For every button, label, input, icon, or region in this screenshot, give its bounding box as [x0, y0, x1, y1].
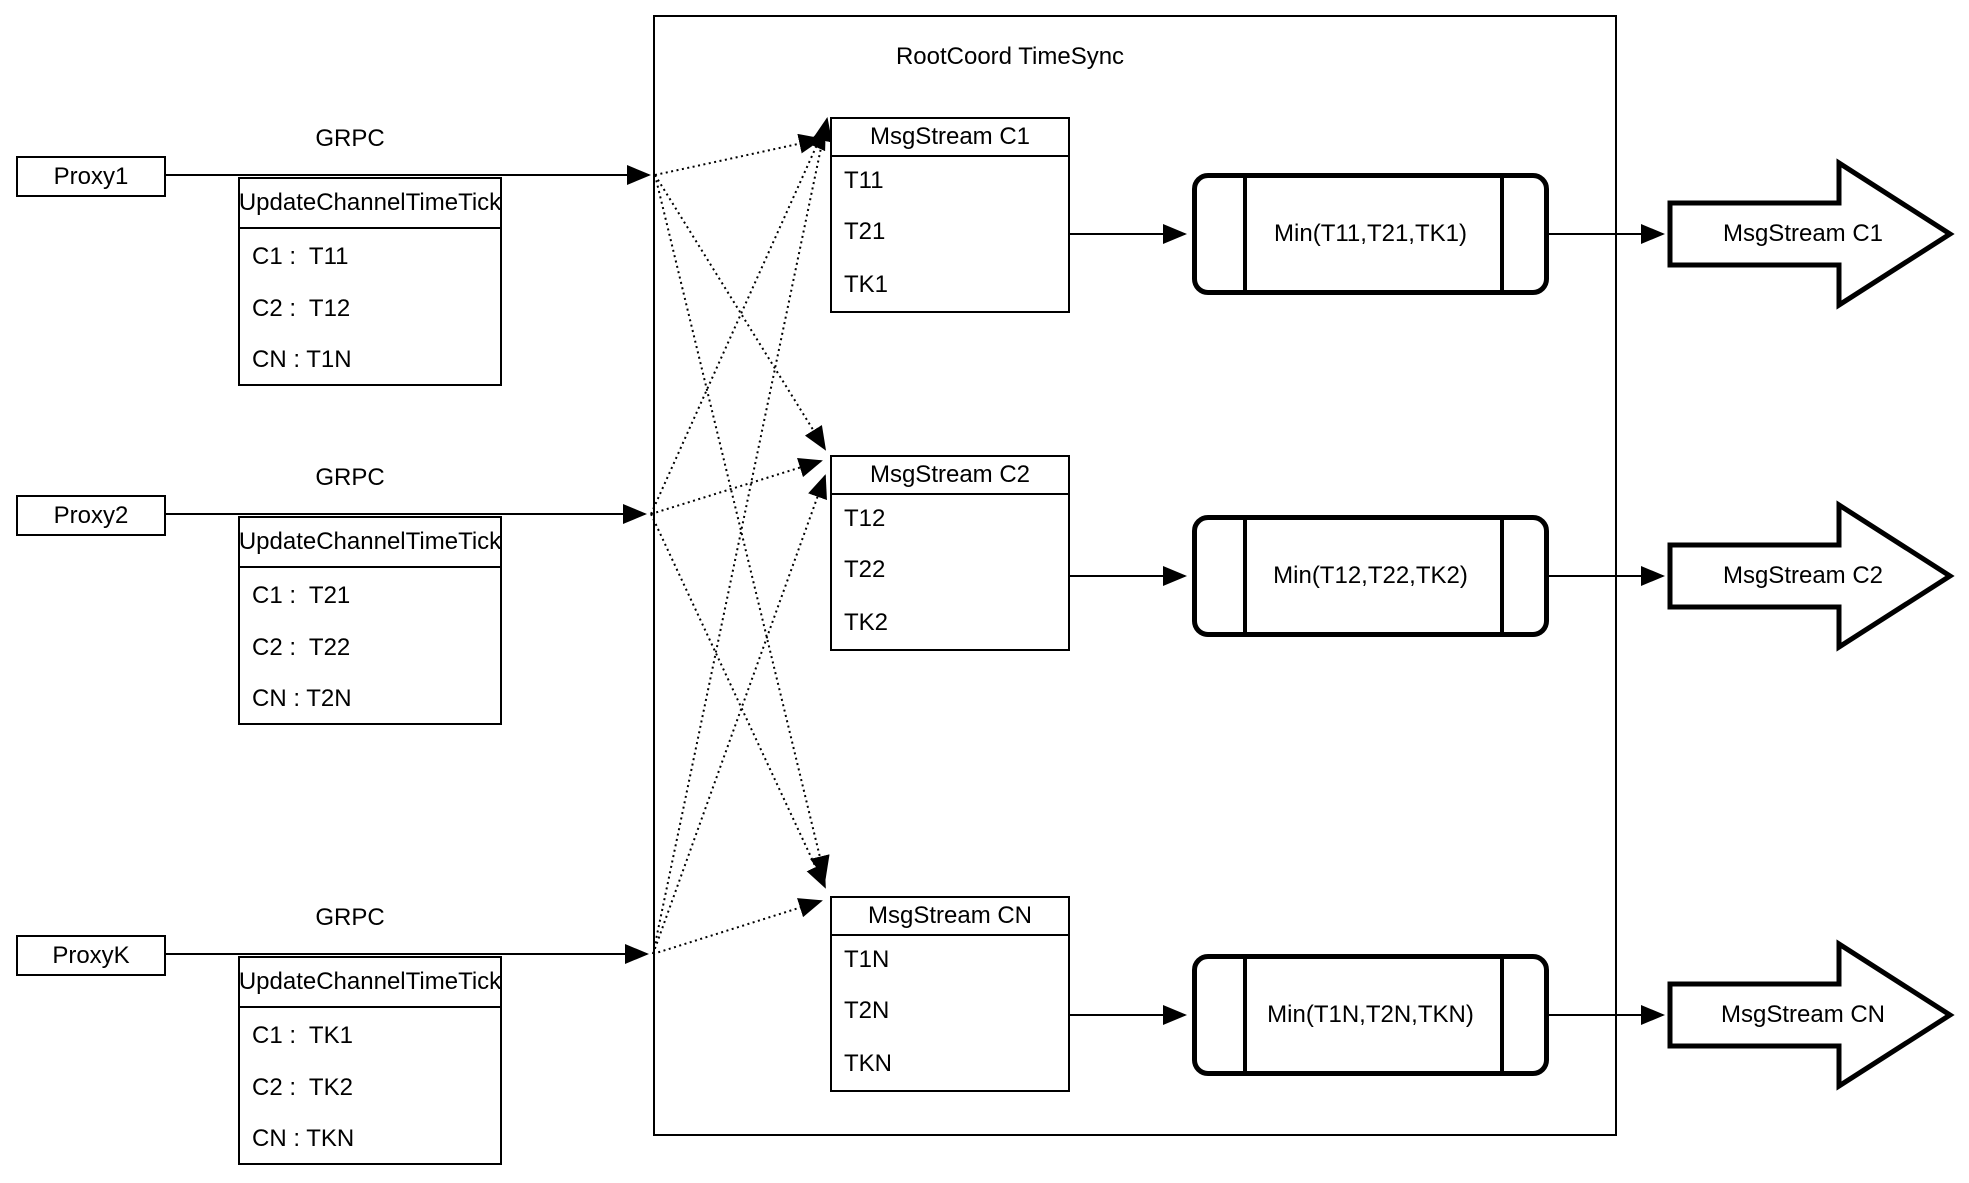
- output-arrow-cn-label: MsgStream CN: [1720, 1001, 1886, 1028]
- min-node-divider: [1243, 178, 1247, 290]
- output-arrow-cn: [1667, 939, 1955, 1091]
- min-node-cn: Min(T1N,T2N,TKN): [1192, 954, 1549, 1076]
- min-label-c2: Min(T12,T22,TK2): [1273, 562, 1468, 589]
- dotted-line-p2-c1: [650, 125, 826, 515]
- timetick-entry: C2 : TK2: [252, 1074, 353, 1101]
- min-node-c1: Min(T11,T21,TK1): [1192, 173, 1549, 295]
- dotted-line-p2-c2: [650, 458, 823, 515]
- timestamp-cell: T21: [844, 218, 886, 245]
- dotted-line-pk-cn: [652, 898, 823, 955]
- timetick-entry: C2 : T22: [252, 634, 351, 661]
- rootcoord-timesync-box: [653, 15, 1617, 1136]
- min-node-divider: [1243, 520, 1247, 632]
- msgstream-c2-table: MsgStream C2 T12 T22 TK2: [830, 455, 1070, 651]
- msgstream-c1-title: MsgStream C1: [832, 119, 1068, 157]
- dotted-line-pk-c2: [652, 474, 827, 955]
- timetick-entry: C1 : T21: [252, 582, 351, 609]
- msgstream-c1-table: MsgStream C1 T11 T21 TK1: [830, 117, 1070, 313]
- timestamp-cell: TK1: [844, 271, 889, 298]
- timetick-entry: CN : T1N: [252, 346, 352, 373]
- min-node-divider: [1500, 520, 1504, 632]
- update-timetick-table-3: UpdateChannelTimeTick C1 : TK1 C2 : TK2 …: [238, 956, 502, 1165]
- min-node-divider: [1243, 959, 1247, 1071]
- output-arrow-c1-label: MsgStream C1: [1722, 220, 1884, 247]
- timetick-entry: CN : TKN: [252, 1125, 355, 1152]
- update-timetick-title-3: UpdateChannelTimeTick: [239, 958, 501, 1008]
- timestamp-cell: T1N: [844, 946, 890, 973]
- grpc-label-2: GRPC: [315, 464, 385, 491]
- min-node-divider: [1500, 178, 1504, 290]
- dotted-line-p1-c1: [654, 133, 823, 176]
- proxyk-box: ProxyK: [16, 935, 166, 976]
- dotted-line-p2-cn: [650, 513, 826, 889]
- timetick-entry: C2 : T12: [252, 295, 351, 322]
- min-node-divider: [1500, 959, 1504, 1071]
- grpc-label-1: GRPC: [315, 125, 385, 152]
- proxy1-box: Proxy1: [16, 156, 166, 197]
- dotted-line-p1-c2: [654, 174, 827, 451]
- timestamp-cell: TKN: [844, 1050, 892, 1077]
- timestamp-cell: T22: [844, 556, 886, 583]
- timetick-entry: C1 : TK1: [252, 1022, 353, 1049]
- timestamp-cell: T2N: [844, 997, 890, 1024]
- timestamp-cell: T12: [844, 505, 886, 532]
- update-timetick-table-1: UpdateChannelTimeTick C1 : T11 C2 : T12 …: [238, 177, 502, 386]
- msgstream-cn-title: MsgStream CN: [832, 898, 1068, 936]
- proxyk-label: ProxyK: [52, 941, 130, 969]
- timestamp-cell: T11: [844, 167, 884, 194]
- proxy2-box: Proxy2: [16, 495, 166, 536]
- proxy2-label: Proxy2: [53, 501, 129, 529]
- update-timetick-table-2: UpdateChannelTimeTick C1 : T21 C2 : T22 …: [238, 516, 502, 725]
- min-label-c1: Min(T11,T21,TK1): [1274, 220, 1467, 247]
- msgstream-c2-title: MsgStream C2: [832, 457, 1068, 495]
- update-timetick-title-1: UpdateChannelTimeTick: [239, 179, 501, 229]
- proxy1-label: Proxy1: [53, 162, 129, 190]
- output-arrow-c2-label: MsgStream C2: [1722, 562, 1884, 589]
- update-timetick-title-2: UpdateChannelTimeTick: [239, 518, 501, 568]
- min-node-c2: Min(T12,T22,TK2): [1192, 515, 1549, 637]
- dotted-line-pk-c1: [652, 117, 833, 955]
- grpc-label-3: GRPC: [315, 904, 385, 931]
- output-arrow-c2: [1667, 500, 1955, 652]
- timetick-entry: CN : T2N: [252, 685, 352, 712]
- timestamp-cell: TK2: [844, 609, 889, 636]
- min-label-cn: Min(T1N,T2N,TKN): [1267, 1001, 1474, 1028]
- timetick-entry: C1 : T11: [252, 243, 349, 270]
- rootcoord-title: RootCoord TimeSync: [895, 43, 1125, 70]
- msgstream-cn-table: MsgStream CN T1N T2N TKN: [830, 896, 1070, 1092]
- output-arrow-c1: [1667, 158, 1955, 310]
